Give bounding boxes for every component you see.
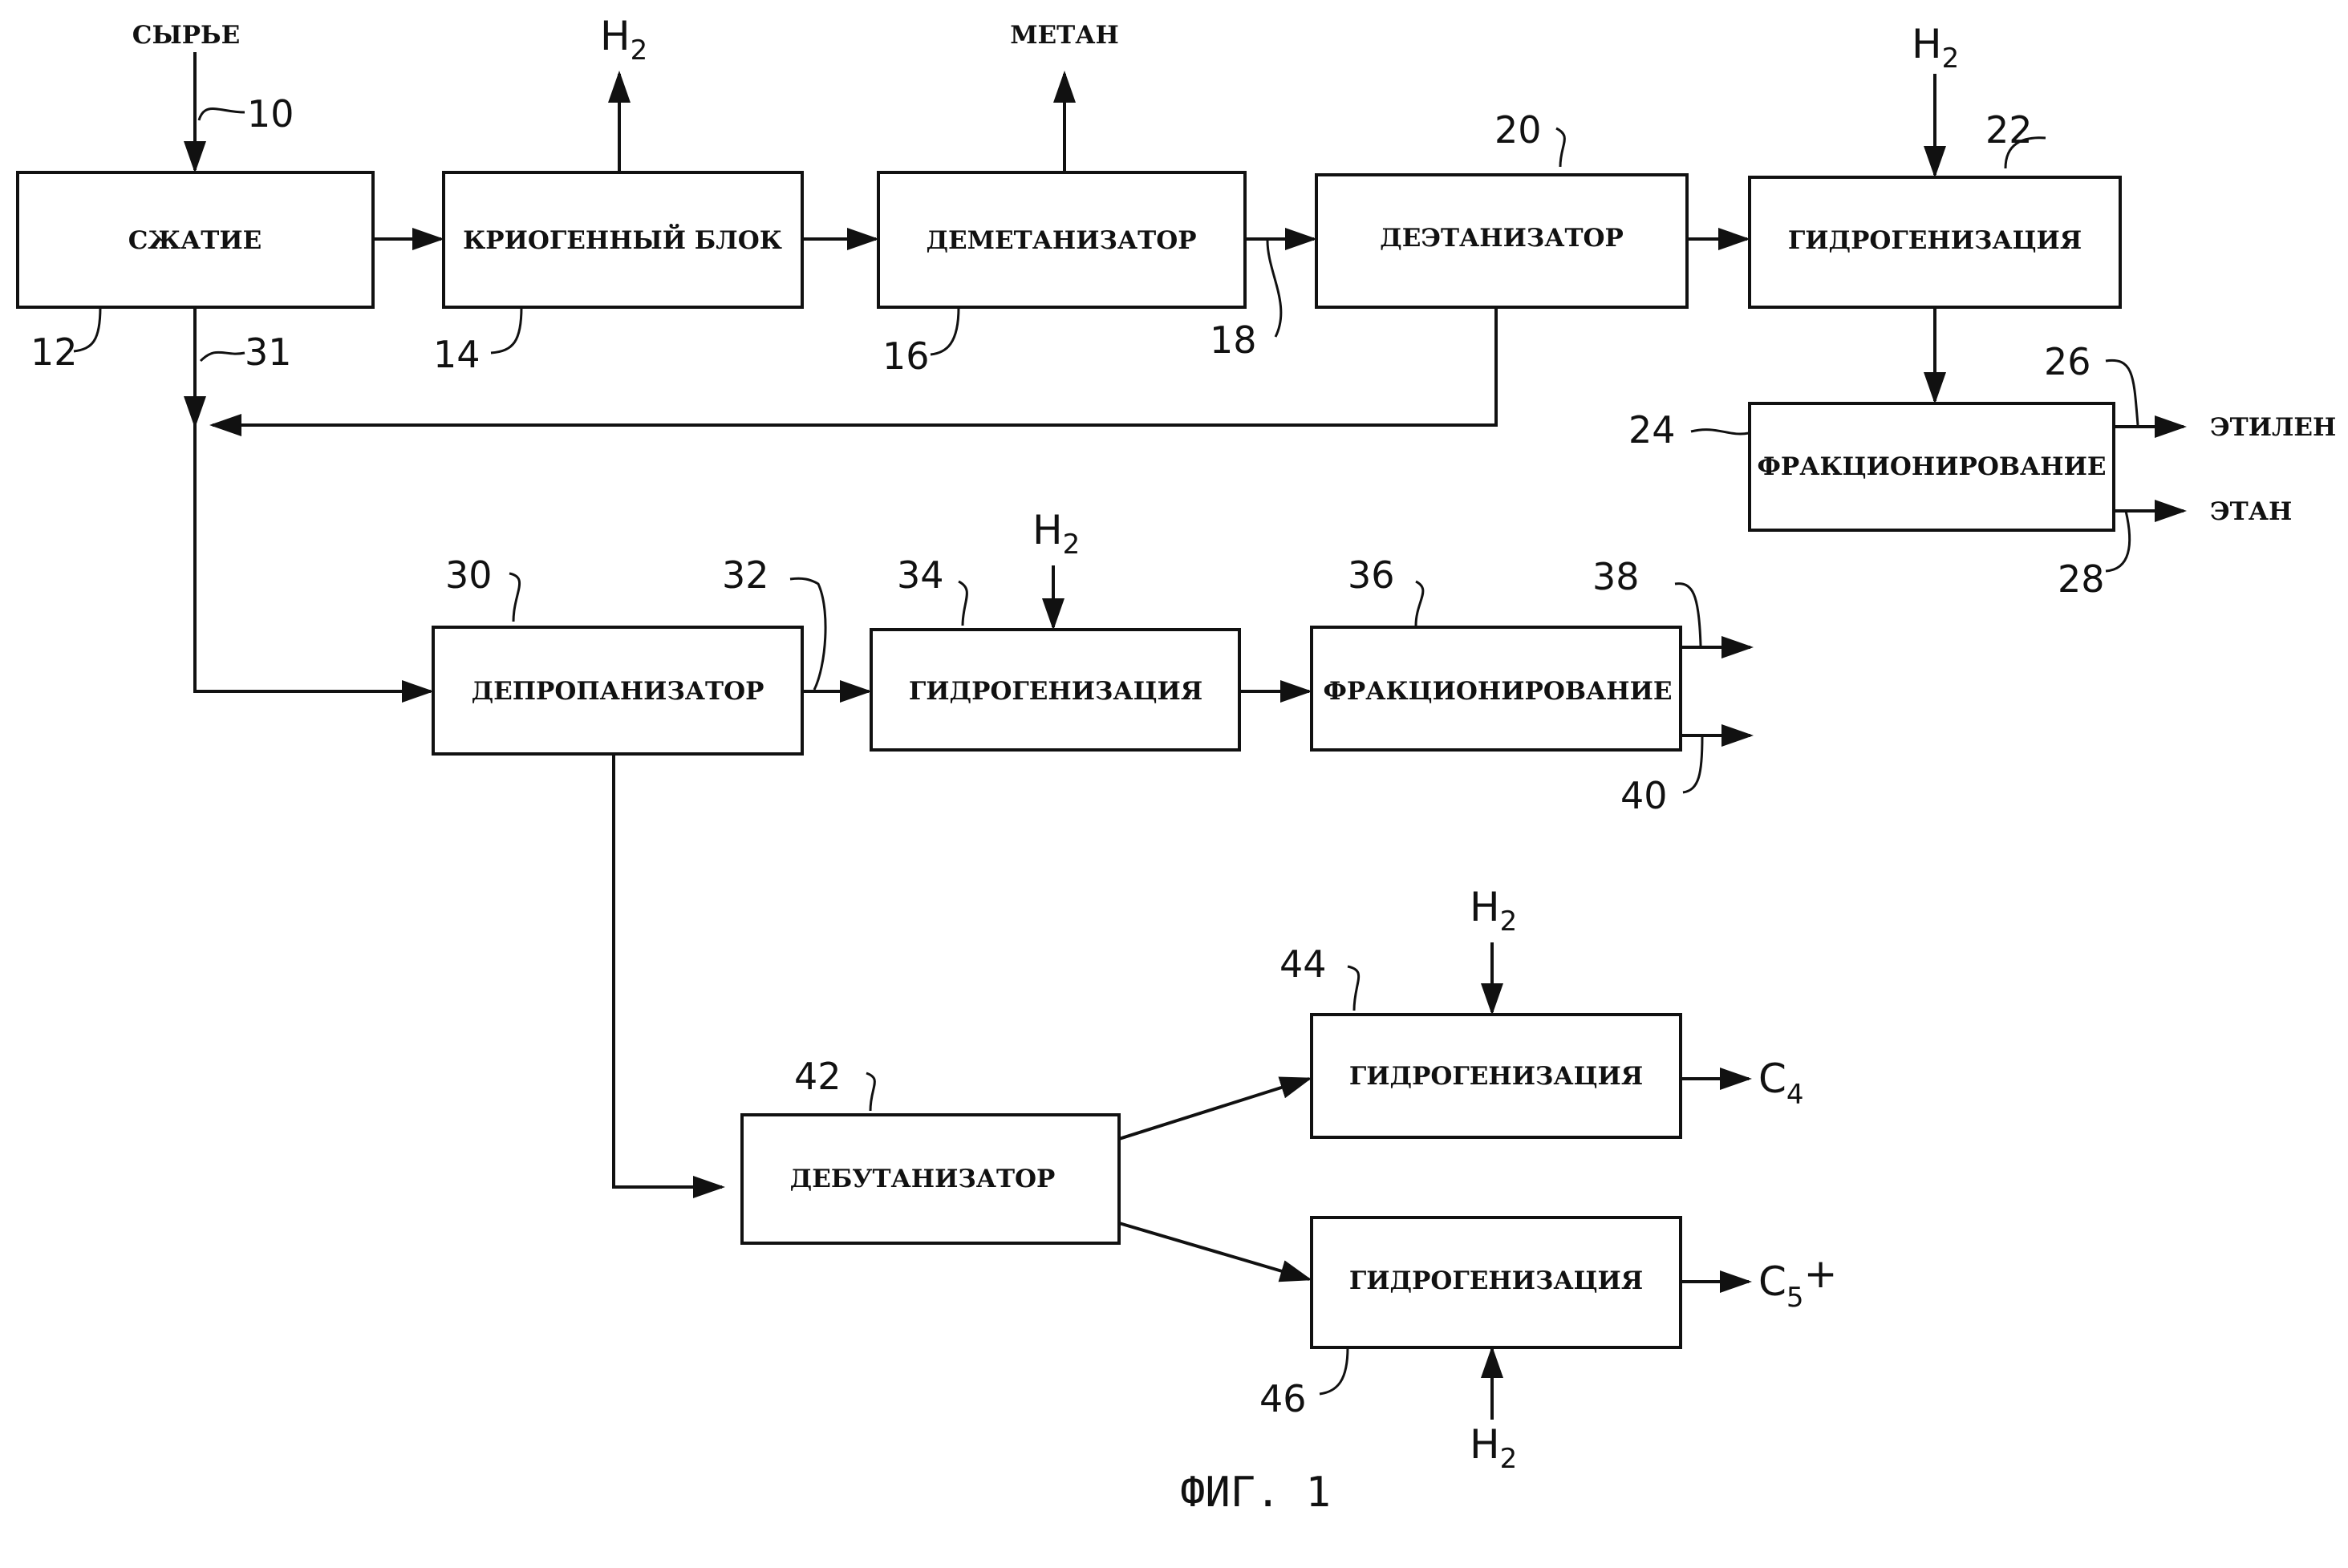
ref-38: 38 [1592,555,1640,598]
block-hydrogenation-22-label: ГИДРОГЕНИЗАЦИЯ [1788,226,2082,255]
stream-ethane-label: ЭТАН [2210,497,2292,526]
ref-12: 12 [30,330,78,374]
c4-product-label: C4 [1758,1055,1804,1111]
ref-40: 40 [1620,774,1668,817]
ref-28: 28 [2058,557,2105,601]
ref-42: 42 [794,1055,841,1098]
h2-symbol: H [600,13,631,59]
figure-caption: ФИГ. 1 [1180,1469,1331,1517]
h2-subscript: 2 [631,34,648,67]
ref-16: 16 [882,334,930,378]
stream-ethylene-label: ЭТИЛЕН [2210,413,2336,442]
ref-18: 18 [1210,318,1257,362]
block-hydrogenation-46-label: ГИДРОГЕНИЗАЦИЯ [1349,1266,1643,1295]
leader-40 [1683,736,1702,792]
block-deethanizer-label: ДЕЭТАНИЗАТОР [1380,224,1624,253]
c5-subscript: 5 [1786,1282,1804,1314]
leader-16 [931,307,959,355]
line-depropanizer-debutanizer [614,754,722,1187]
block-hydrogenation-22: ГИДРОГЕНИЗАЦИЯ [1750,177,2120,307]
h2-label-cryogenic: H2 [600,13,647,67]
block-depropanizer-label: ДЕПРОПАНИЗАТОР [472,677,764,706]
h2-subscript: 2 [1942,43,1960,75]
line-deethanizer-return [213,307,1496,425]
block-compression: СЖАТИЕ [18,172,373,307]
ref-46: 46 [1259,1377,1307,1420]
ref-10: 10 [247,92,294,136]
block-fractionation-36: ФРАКЦИОНИРОВАНИЕ [1312,627,1681,750]
leader-42 [866,1073,874,1111]
h2-subscript: 2 [1063,529,1081,561]
h2-label-hydro22: H2 [1912,21,1959,75]
block-fractionation-24-label: ФРАКЦИОНИРОВАНИЕ [1758,452,2107,481]
block-debutanizer-label: ДЕБУТАНИЗАТОР [790,1165,1056,1193]
block-hydrogenation-34: ГИДРОГЕНИЗАЦИЯ [871,630,1239,750]
block-cryogenic-label: КРИОГЕННЫЙ БЛОК [463,223,782,255]
ref-44: 44 [1279,942,1327,986]
block-debutanizer: ДЕБУТАНИЗАТОР [742,1115,1119,1243]
block-hydrogenation-34-label: ГИДРОГЕНИЗАЦИЯ [909,677,1202,706]
block-depropanizer: ДЕПРОПАНИЗАТОР [433,627,802,754]
stream-feed-label: СЫРЬЕ [132,21,240,50]
line-debutanizer-hydro46 [1119,1223,1309,1279]
leader-31 [201,352,245,361]
h2-symbol: H [1470,1421,1500,1468]
leader-30 [509,573,520,622]
c4-symbol: C [1758,1055,1786,1102]
leader-12 [74,307,100,351]
c4-subscript: 4 [1786,1079,1804,1111]
h2-symbol: H [1032,507,1063,553]
h2-symbol: H [1470,884,1500,930]
h2-subscript: 2 [1500,1443,1518,1475]
block-demethanizer-label: ДЕМЕТАНИЗАТОР [926,226,1196,255]
ref-36: 36 [1348,553,1395,597]
ref-24: 24 [1628,408,1676,452]
leader-14 [491,307,521,353]
block-fractionation-36-label: ФРАКЦИОНИРОВАНИЕ [1324,677,1673,706]
c5-product-label: C5+ [1758,1250,1837,1314]
block-deethanizer: ДЕЭТАНИЗАТОР [1316,175,1687,307]
c5-symbol: C [1758,1258,1786,1305]
block-hydrogenation-44: ГИДРОГЕНИЗАЦИЯ [1312,1015,1681,1137]
block-fractionation-24: ФРАКЦИОНИРОВАНИЕ [1750,403,2114,530]
h2-label-hydro34: H2 [1032,507,1080,561]
h2-label-hydro44: H2 [1470,884,1517,938]
ref-20: 20 [1494,108,1542,152]
ref-26: 26 [2044,340,2091,383]
ref-32: 32 [722,553,769,597]
block-cryogenic: КРИОГЕННЫЙ БЛОК [444,172,802,307]
ref-34: 34 [897,553,944,597]
ref-30: 30 [445,553,493,597]
h2-label-hydro46: H2 [1470,1421,1517,1475]
block-demethanizer: ДЕМЕТАНИЗАТОР [878,172,1245,307]
leader-44 [1348,966,1359,1011]
leader-20 [1556,128,1564,167]
line-junction-depropanizer [195,425,431,691]
h2-symbol: H [1912,21,1942,67]
c5-plus-symbol: + [1804,1250,1838,1297]
leader-24 [1691,430,1749,434]
stream-methane-label: МЕТАН [1010,21,1119,50]
leader-18 [1267,241,1281,337]
block-hydrogenation-44-label: ГИДРОГЕНИЗАЦИЯ [1349,1062,1643,1091]
line-debutanizer-hydro44 [1119,1079,1309,1139]
leader-34 [959,581,967,626]
ref-31: 31 [245,330,292,374]
block-compression-label: СЖАТИЕ [128,226,262,255]
leader-46 [1320,1347,1348,1394]
block-hydrogenation-46: ГИДРОГЕНИЗАЦИЯ [1312,1218,1681,1347]
ref-22: 22 [1985,108,2033,152]
leader-10 [199,109,245,120]
leader-36 [1416,581,1423,626]
ref-14: 14 [433,333,481,376]
h2-subscript: 2 [1500,906,1518,938]
